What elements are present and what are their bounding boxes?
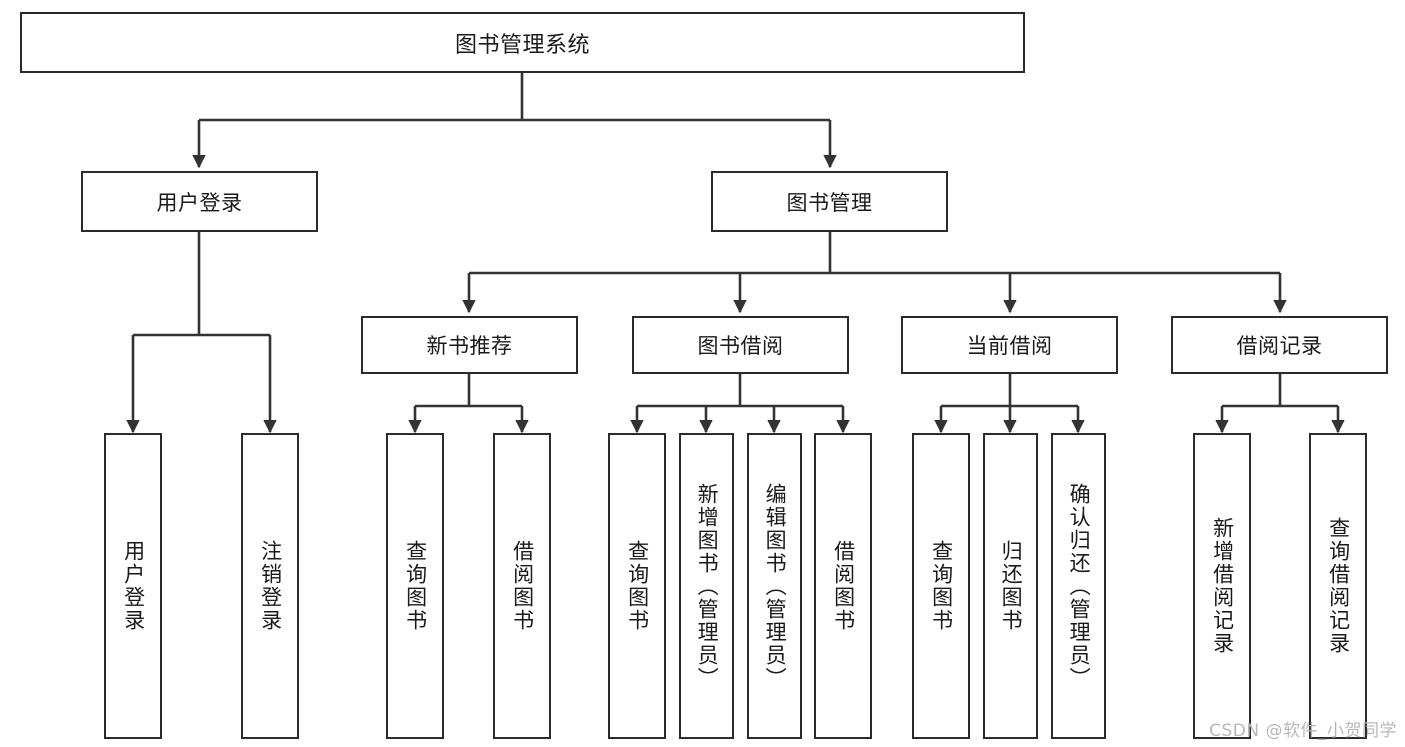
leaf-confirm-return[interactable]: 确认归还（管理员） bbox=[1051, 433, 1106, 739]
node-user-login[interactable]: 用户登录 bbox=[81, 171, 318, 232]
leaf-query-book-2[interactable]: 查询图书 bbox=[608, 433, 666, 739]
leaf-logout[interactable]: 注销登录 bbox=[241, 433, 299, 739]
leaf-query-record[interactable]: 查询借阅记录 bbox=[1309, 433, 1367, 739]
node-label: 查询图书 bbox=[625, 540, 650, 632]
leaf-borrow-book-1[interactable]: 借阅图书 bbox=[493, 433, 551, 739]
node-current-borrow[interactable]: 当前借阅 bbox=[901, 316, 1118, 374]
csdn-watermark: CSDN @软件_小贺同学 bbox=[1209, 721, 1397, 741]
node-label: 新增借阅记录 bbox=[1210, 517, 1235, 655]
node-label: 借阅记录 bbox=[1236, 334, 1323, 358]
node-label: 用户登录 bbox=[121, 540, 146, 632]
node-label: 新增图书（管理员） bbox=[695, 482, 720, 690]
node-label: 用户登录 bbox=[156, 190, 243, 215]
leaf-query-book-3[interactable]: 查询图书 bbox=[912, 433, 970, 739]
node-label: 查询借阅记录 bbox=[1326, 517, 1351, 655]
node-label: 借阅图书 bbox=[510, 540, 535, 632]
node-label: 编辑图书（管理员） bbox=[763, 482, 788, 690]
leaf-query-book-1[interactable]: 查询图书 bbox=[386, 433, 444, 739]
node-root-system[interactable]: 图书管理系统 bbox=[20, 12, 1025, 73]
node-label: 图书借阅 bbox=[697, 334, 784, 358]
node-label: 查询图书 bbox=[403, 540, 428, 632]
node-label: 图书管理系统 bbox=[454, 32, 590, 58]
node-label: 查询图书 bbox=[929, 540, 954, 632]
node-label: 当前借阅 bbox=[966, 334, 1053, 358]
node-label: 归还图书 bbox=[999, 540, 1024, 632]
leaf-user-login[interactable]: 用户登录 bbox=[104, 433, 162, 739]
leaf-add-record[interactable]: 新增借阅记录 bbox=[1193, 433, 1251, 739]
leaf-borrow-book-2[interactable]: 借阅图书 bbox=[814, 433, 872, 739]
node-label: 确认归还（管理员） bbox=[1067, 482, 1092, 690]
node-label: 新书推荐 bbox=[426, 334, 513, 358]
node-label: 图书管理 bbox=[786, 190, 873, 215]
node-book-manage[interactable]: 图书管理 bbox=[711, 171, 948, 232]
node-book-borrow[interactable]: 图书借阅 bbox=[632, 316, 849, 374]
node-label: 借阅图书 bbox=[831, 540, 856, 632]
leaf-edit-book[interactable]: 编辑图书（管理员） bbox=[747, 433, 802, 739]
leaf-add-book[interactable]: 新增图书（管理员） bbox=[679, 433, 734, 739]
node-new-book-rec[interactable]: 新书推荐 bbox=[361, 316, 578, 374]
node-label: 注销登录 bbox=[258, 540, 283, 632]
node-borrow-record[interactable]: 借阅记录 bbox=[1171, 316, 1388, 374]
leaf-return-book[interactable]: 归还图书 bbox=[983, 433, 1038, 739]
